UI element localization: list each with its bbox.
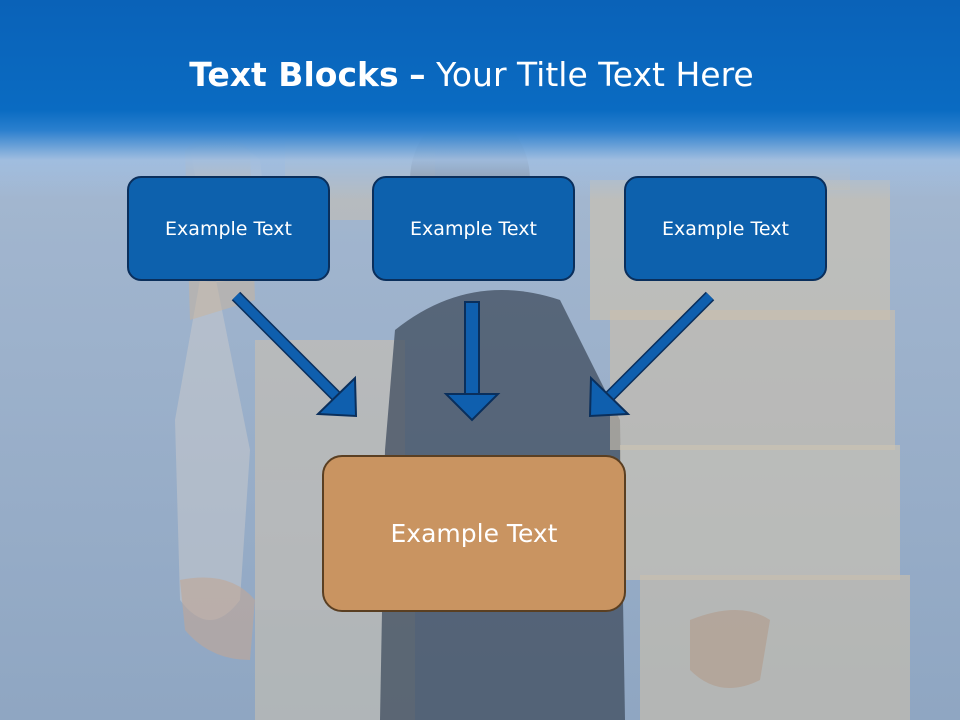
title-rest: Your Title Text Here [436,55,754,94]
text-block-3[interactable]: Example Text [624,176,827,281]
title-bold-part: Text Blocks [189,55,399,94]
slide-title: Text Blocks – Your Title Text Here [0,52,943,98]
header-band [0,0,960,200]
main-text-block[interactable]: Example Text [322,455,626,612]
text-block-1[interactable]: Example Text [127,176,330,281]
text-block-2[interactable]: Example Text [372,176,575,281]
title-dash: – [409,55,426,94]
